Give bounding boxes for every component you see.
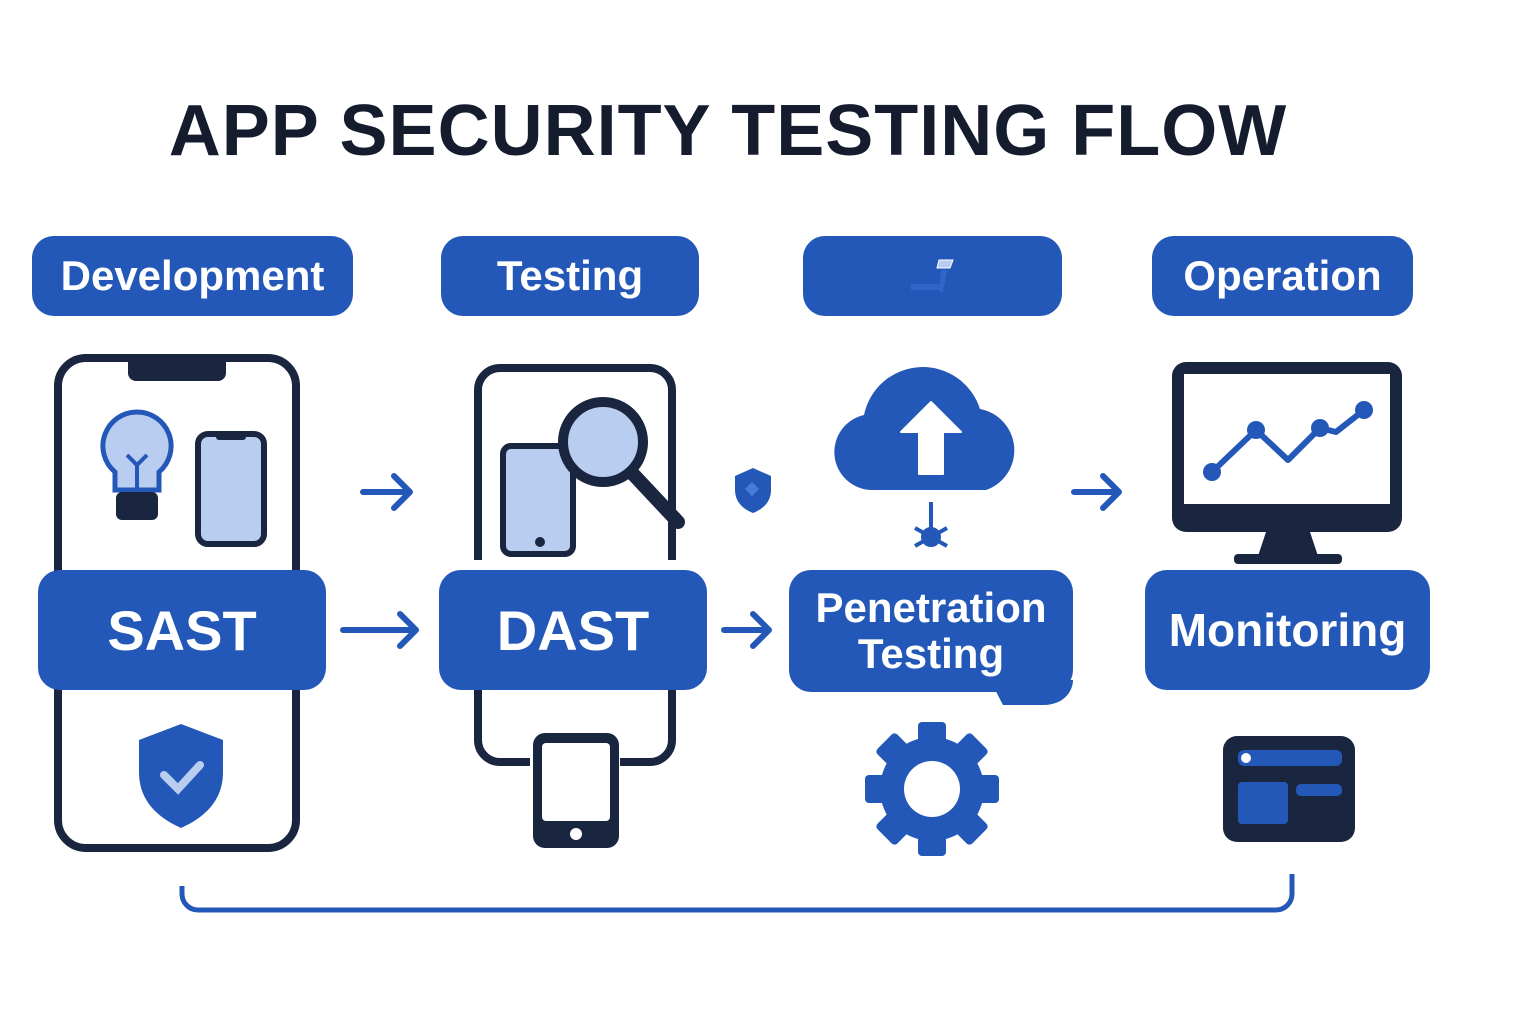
phase-development: Development: [32, 236, 353, 316]
phase-deployment: [803, 236, 1062, 316]
monitor-chart-icon: [1172, 362, 1402, 564]
glyph-icon: [910, 259, 954, 292]
magnifying-glass-icon: [558, 397, 685, 529]
cloud-upload-icon: [834, 367, 1015, 490]
tablet-icon: [533, 733, 619, 848]
dashboard-window-icon: [1223, 736, 1355, 842]
step-penetration-testing: Penetration Testing: [789, 570, 1073, 692]
shield-check-icon: [139, 724, 223, 828]
small-shield-icon: [735, 468, 771, 513]
step-dast: DAST: [439, 570, 707, 690]
gear-icon: [865, 722, 999, 856]
diagram-title: APP SECURITY TESTING FLOW: [168, 91, 1288, 171]
smartphone-icon: [195, 431, 267, 547]
phase-testing: Testing: [441, 236, 699, 316]
smartphone-icon: [500, 443, 576, 557]
step-monitoring: Monitoring: [1145, 570, 1430, 690]
phone-frame-icon: [474, 364, 676, 766]
step-sast: SAST: [38, 570, 326, 690]
feedback-loop-line: [179, 874, 1295, 913]
phase-operation: Operation: [1152, 236, 1413, 316]
arrow-right-icon: [340, 473, 1122, 649]
lightbulb-icon: [100, 409, 174, 520]
bug-icon: [914, 502, 948, 548]
